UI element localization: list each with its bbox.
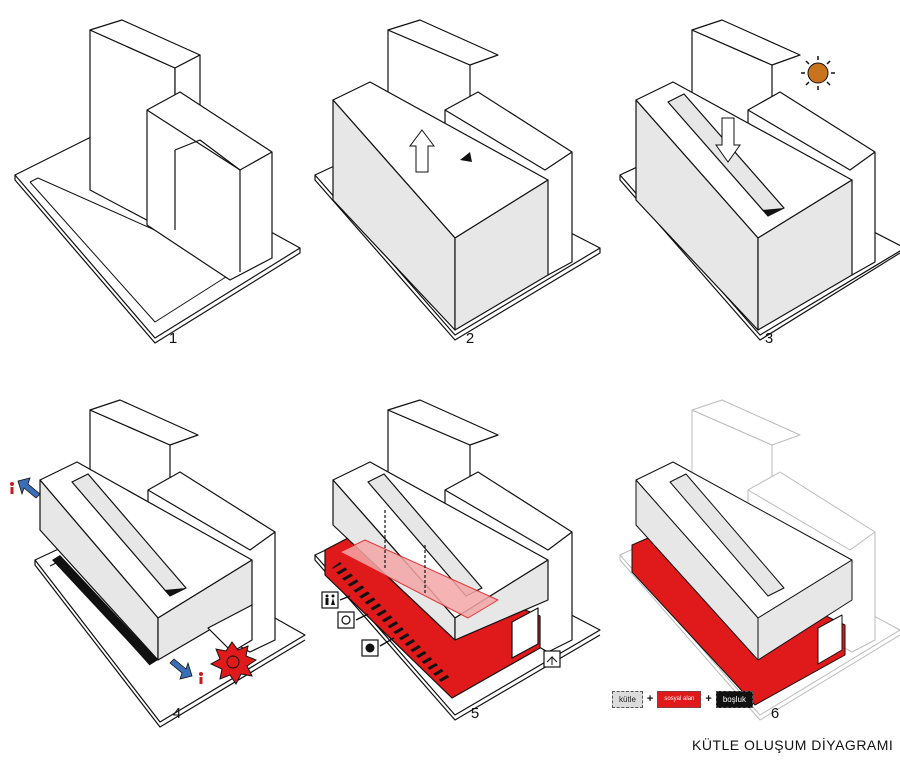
blue-arrow-icon [17,477,193,680]
panel-3-diagram [619,19,900,341]
cafe-icon [337,611,355,629]
plus-sign: + [646,693,654,705]
panel-label-1: 1 [168,330,178,347]
library-icon [543,650,561,668]
panel-2-diagram [314,19,601,341]
legend: kütle + sosyal alan + boşluk [612,690,753,708]
panel-1-diagram [14,19,301,344]
angry-face-icon [209,641,258,685]
legend-bosluk: boşluk [715,690,753,708]
plus-sign: + [705,693,712,705]
panel-label-5: 5 [470,705,480,722]
up-arrow-icon [409,129,435,173]
panel-4-diagram [34,399,306,728]
sun-icon [801,56,835,90]
panel-label-6: 6 [770,705,780,722]
panel-label-2: 2 [465,330,475,347]
panel-label-3: 3 [764,330,774,347]
panel-label-4: 4 [172,705,182,722]
panel-6-diagram [619,399,900,721]
food-icon [361,639,379,657]
legend-sosyal-alan: sosyal alan [657,690,702,708]
pointer-arrows [339,595,395,647]
restroom-icon [321,591,339,609]
panel-5-diagram [314,399,601,721]
person-icon [10,482,203,684]
legend-kutle: kütle [612,690,643,708]
down-arrow-icon [715,117,741,163]
diagram-title: KÜTLE OLUŞUM DİYAGRAMI [692,737,894,753]
